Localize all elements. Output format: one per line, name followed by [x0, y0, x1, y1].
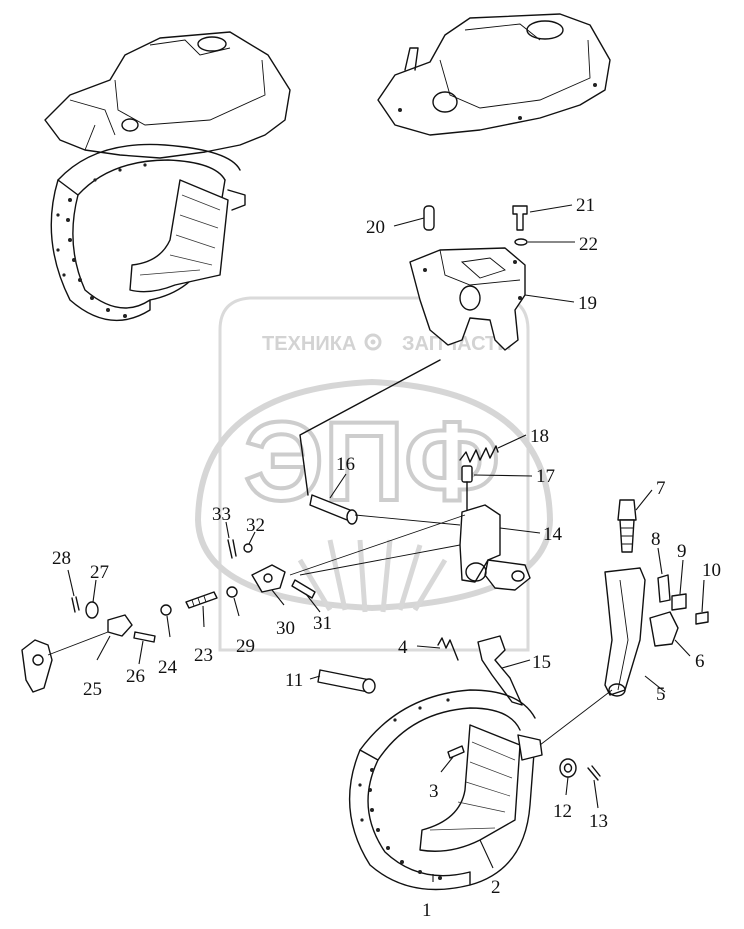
lower-band-rivets: [358, 698, 450, 880]
part-17-fitting: [461, 465, 473, 511]
part-22-washer: [514, 238, 528, 246]
linkage-lines: [289, 514, 466, 576]
part-25-fork: [21, 614, 133, 693]
part-24-nut: [160, 604, 172, 616]
callout-33: 33: [212, 504, 231, 525]
lower-brake-band: [348, 689, 613, 891]
callout-8: 8: [651, 529, 661, 550]
callout-31: 31: [313, 613, 332, 634]
part-5-link: [604, 567, 646, 697]
callout-9: 9: [677, 541, 687, 562]
watermark-logo-text: ЭПФ: [244, 399, 500, 524]
callout-21: 21: [576, 195, 595, 216]
part-10-screw: [695, 611, 709, 625]
leader-lines: [67, 204, 705, 882]
callout-22: 22: [579, 234, 598, 255]
callout-11: 11: [285, 670, 303, 691]
part-13-cotter: [587, 765, 601, 781]
callout-27: 27: [90, 562, 109, 583]
part-16-pin: [309, 494, 358, 525]
callout-13: 13: [589, 811, 608, 832]
part-28-cotter: [71, 596, 80, 613]
part-14-lever: [459, 504, 531, 591]
part-3-pin: [447, 745, 465, 759]
callout-17: 17: [536, 466, 555, 487]
callout-28: 28: [52, 548, 71, 569]
callout-6: 6: [695, 651, 705, 672]
callout-18: 18: [530, 426, 549, 447]
watermark-text-right: ЗАПЧАСТИ: [402, 333, 512, 355]
upper-right-housing-cover: [377, 13, 611, 136]
part-4-spring-pin: [437, 637, 459, 661]
watermark: ТЕХНИКА ЗАПЧАСТИ ЭПФ: [194, 296, 554, 652]
callout-2: 2: [491, 877, 501, 898]
callout-19: 19: [578, 293, 597, 314]
part-31-pin: [291, 579, 316, 599]
callout-7: 7: [656, 478, 666, 499]
part-26-pin: [133, 631, 156, 643]
callout-10: 10: [702, 560, 721, 581]
callout-23: 23: [194, 645, 213, 666]
part-19-bracket: [409, 247, 526, 351]
part-12-nut: [559, 758, 577, 778]
part-15-cam: [477, 635, 523, 706]
part-33-cotter: [227, 539, 237, 559]
callout-25: 25: [83, 679, 102, 700]
callout-4: 4: [398, 637, 408, 658]
part-11-pin: [317, 669, 376, 694]
part-18-spring: [459, 445, 499, 463]
band-rivets: [56, 163, 147, 318]
part-32-nut: [243, 543, 253, 553]
wheat-emblem: [297, 539, 448, 613]
part-21-bolt: [512, 205, 528, 231]
part-23-threaded-rod: [185, 591, 218, 609]
part-27-washer: [85, 601, 99, 619]
part-8-plate: [657, 574, 671, 603]
callout-3: 3: [429, 781, 439, 802]
callout-14: 14: [543, 524, 563, 545]
control-rod: [299, 359, 441, 496]
part-30-clevis: [251, 564, 286, 593]
callout-30: 30: [276, 618, 295, 639]
callout-29: 29: [236, 636, 255, 657]
callout-15: 15: [532, 652, 551, 673]
callout-12: 12: [553, 801, 572, 822]
part-6-block: [649, 611, 679, 647]
callout-labels: 1 2 3 4 5 6 7 8 9 10 11 12 13 14 15 16 1…: [52, 195, 721, 921]
callout-1: 1: [422, 900, 432, 921]
upper-left-brake-housing: [44, 31, 291, 322]
gear-icon: [364, 333, 382, 351]
watermark-text-left: ТЕХНИКА: [262, 333, 356, 355]
callout-5: 5: [656, 684, 666, 705]
part-9-clip: [671, 593, 687, 611]
callout-20: 20: [366, 217, 385, 238]
part-20-pin: [423, 205, 435, 231]
part-7-adjuster-bolt: [617, 499, 637, 553]
callout-32: 32: [246, 515, 265, 536]
callout-24: 24: [158, 657, 178, 678]
callout-16: 16: [336, 454, 355, 475]
callout-26: 26: [126, 666, 145, 687]
part-29-nut: [226, 586, 238, 598]
